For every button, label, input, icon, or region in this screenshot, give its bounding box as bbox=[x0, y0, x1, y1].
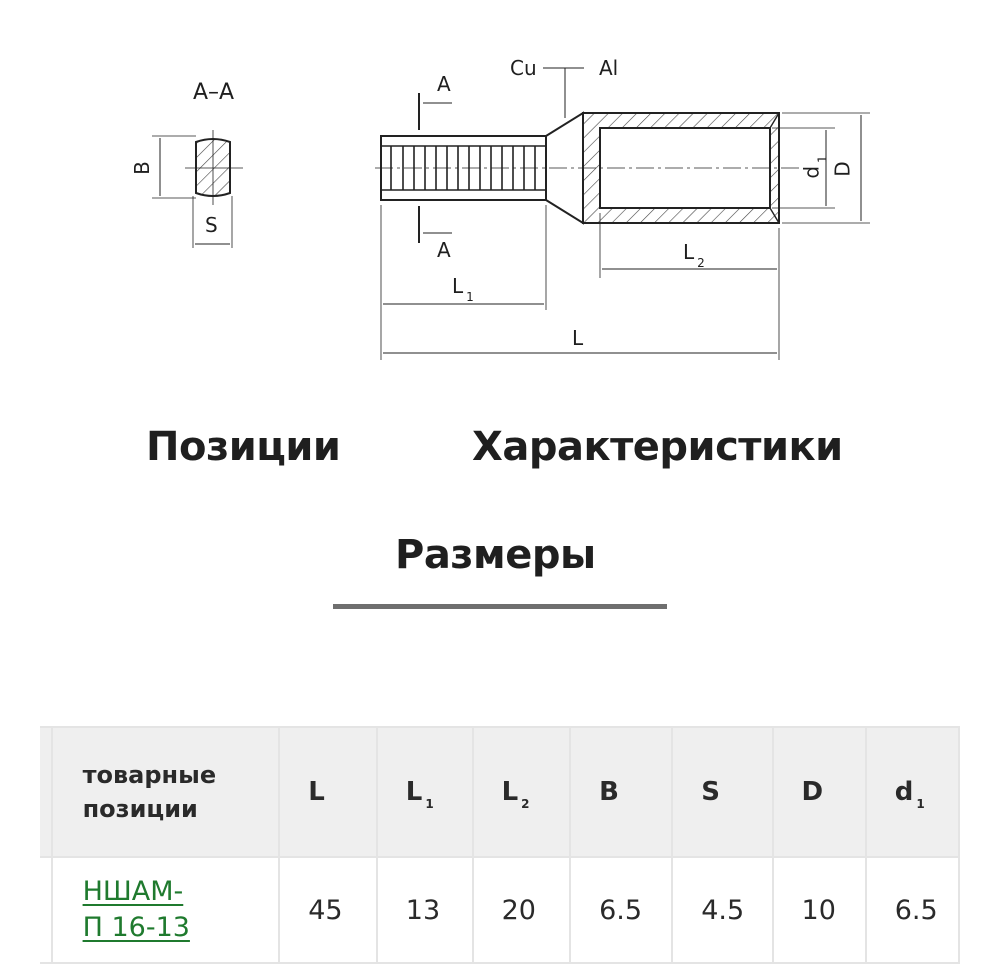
active-tab-indicator bbox=[333, 604, 667, 609]
header-s: S bbox=[671, 726, 774, 858]
value-l: 45 bbox=[278, 856, 378, 964]
table-edge-cell bbox=[40, 726, 53, 858]
header-b: B bbox=[569, 726, 674, 858]
section-title: A–A bbox=[193, 80, 235, 105]
value-l1: 13 bbox=[375, 856, 474, 964]
product-link[interactable]: НШАМ-П 16-13 bbox=[82, 876, 190, 943]
product-name-cell: НШАМ-П 16-13 bbox=[50, 856, 281, 964]
dim-label-b: B bbox=[129, 161, 154, 175]
material-label-cu: Cu bbox=[510, 56, 537, 80]
cut-label-bottom: A bbox=[437, 238, 451, 262]
tab-sizes[interactable]: Размеры bbox=[395, 532, 596, 578]
ferrule-drawing-icon bbox=[152, 67, 870, 360]
value-d1: 6.5 bbox=[864, 856, 961, 964]
table-edge-cell bbox=[40, 856, 53, 964]
table-row: НШАМ-П 16-13 45 13 20 6.5 4.5 10 6.5 bbox=[40, 856, 961, 964]
value-s: 4.5 bbox=[671, 856, 774, 964]
tab-characteristics[interactable]: Характеристики bbox=[472, 424, 843, 470]
value-d: 10 bbox=[771, 856, 867, 964]
dim-label-s: S bbox=[205, 213, 218, 237]
dim-label-d: D bbox=[830, 161, 855, 177]
header-d: D bbox=[771, 726, 867, 858]
header-l: L bbox=[278, 726, 378, 858]
tab-bar: Позиции Характеристики Размеры bbox=[0, 420, 1000, 578]
dim-label-d1: d1 bbox=[799, 155, 830, 179]
value-l2: 20 bbox=[471, 856, 572, 964]
cut-label-top: A bbox=[437, 72, 451, 96]
dim-label-l: L bbox=[572, 326, 584, 350]
material-label-al: Al bbox=[599, 56, 619, 80]
value-b: 6.5 bbox=[569, 856, 674, 964]
tab-positions[interactable]: Позиции bbox=[146, 424, 341, 470]
